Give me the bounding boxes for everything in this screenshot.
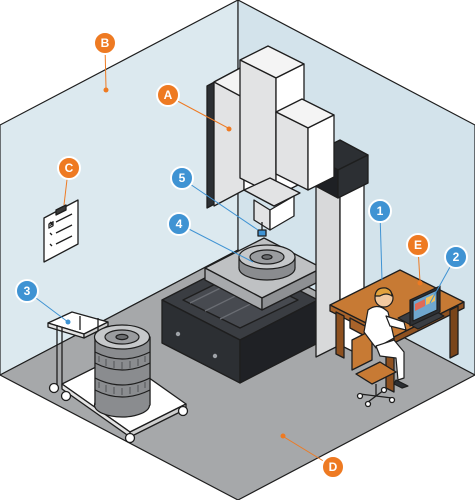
wheel-parts-stack — [93, 324, 151, 418]
svg-text:1: 1 — [377, 204, 384, 218]
person-icon — [363, 287, 409, 389]
svg-text:5: 5 — [179, 171, 186, 185]
svg-text:D: D — [329, 460, 338, 474]
svg-text:B: B — [101, 36, 110, 50]
wheel-part — [238, 244, 296, 281]
callout-A[interactable]: A — [156, 83, 180, 107]
laptop-icon — [397, 285, 445, 330]
cmm-column — [206, 45, 335, 237]
svg-text:3: 3 — [24, 284, 31, 298]
callout-4[interactable]: 4 — [167, 212, 191, 236]
callout-1[interactable]: 1 — [368, 199, 392, 223]
callout-C[interactable]: C — [57, 156, 81, 180]
svg-text:C: C — [65, 161, 74, 175]
svg-text:4: 4 — [176, 217, 183, 231]
clipboard-icon — [43, 199, 79, 263]
callout-E[interactable]: E — [406, 233, 430, 257]
callout-2[interactable]: 2 — [444, 245, 468, 269]
svg-text:2: 2 — [453, 250, 460, 264]
callout-B[interactable]: B — [93, 31, 117, 55]
leader-dots — [65, 87, 423, 439]
svg-text:A: A — [164, 88, 173, 102]
callout-3[interactable]: 3 — [15, 279, 39, 303]
callout-D[interactable]: D — [321, 455, 345, 479]
callout-5[interactable]: 5 — [170, 166, 194, 190]
svg-text:E: E — [414, 238, 422, 252]
